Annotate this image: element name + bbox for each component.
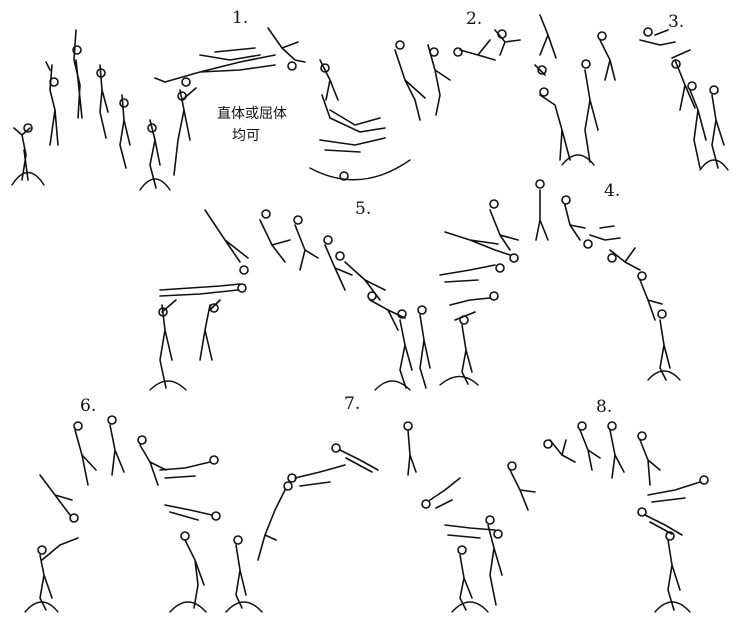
label-sequence-3: 3. [668, 12, 684, 32]
sequence-6-figures [38, 416, 246, 610]
label-sequence-5: 5. [355, 199, 371, 219]
sequence-2-figures [320, 15, 615, 180]
label-sequence-1: 1. [232, 8, 248, 28]
label-sequence-2: 2. [466, 9, 482, 29]
sequence-7-figures [258, 422, 460, 560]
label-sequence-7: 7. [344, 394, 360, 414]
sequence-8-figures [445, 422, 708, 610]
label-sequence-8: 8. [596, 397, 612, 417]
note-line-2: 均可 [232, 128, 260, 144]
note-line-1: 直体或屈体 [217, 105, 287, 122]
sequence-3-figures [640, 28, 724, 168]
sequence-5-figures [159, 210, 430, 388]
ground-marks [12, 155, 728, 612]
sequence-4-figures [440, 180, 670, 384]
handwritten-note: 直体或屈体 均可 [217, 105, 287, 144]
label-sequence-4: 4. [604, 181, 620, 201]
label-sequence-6: 6. [80, 396, 96, 416]
